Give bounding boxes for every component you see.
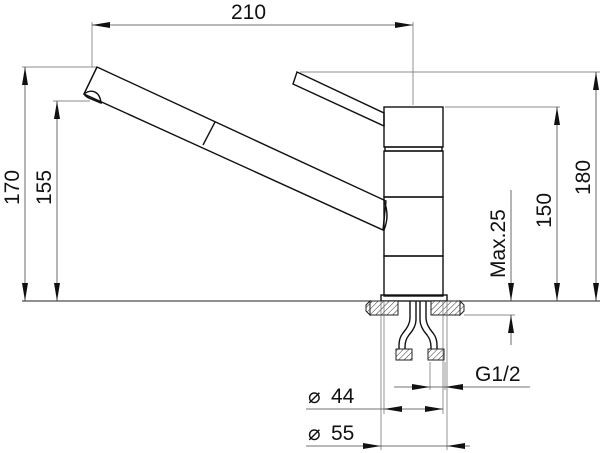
dimension-base-diameter: ⌀ 55 [306,301,470,450]
connection-thread-label: G1/2 [475,363,521,386]
supply-hoses [395,301,445,361]
dimension-body-height: 150 [445,106,560,301]
dimension-max-deck-thickness: Max.25 [464,190,515,345]
faucet-body [380,106,448,302]
faucet-outline [82,66,465,361]
spout-outlet-height-label: 155 [33,170,56,205]
max-deck-thickness-label: Max.25 [487,209,510,278]
base-diameter-symbol: ⌀ [308,422,321,445]
dimension-body-diameter: ⌀ 44 [306,301,444,414]
dimension-total-height: 180 [300,71,600,301]
dimension-spout-outlet-height: 155 [33,100,90,301]
dimension-total-height-spout: 170 [1,66,96,301]
total-height-label: 180 [572,160,595,195]
dimension-connection-thread: G1/2 [394,362,530,390]
body-diameter-symbol: ⌀ [308,385,321,408]
dimension-spout-reach: 210 [91,1,414,105]
spout [82,66,387,232]
body-height-label: 150 [533,193,556,228]
base-diameter-label: 55 [331,422,354,445]
lever-handle [292,71,385,128]
body-diameter-label: 44 [331,385,355,408]
spout-top-height-label: 170 [1,170,24,205]
spout-reach-label: 210 [231,1,266,24]
